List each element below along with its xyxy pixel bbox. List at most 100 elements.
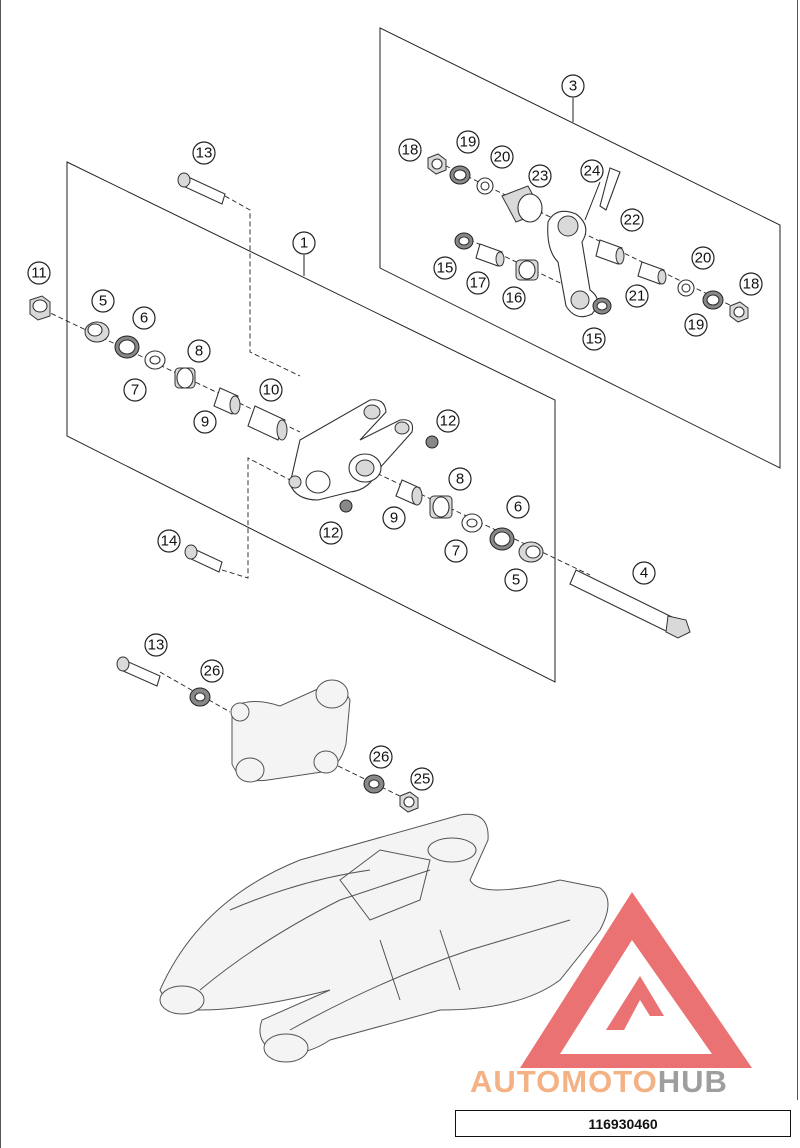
callout-25: 25 — [410, 767, 434, 791]
callout-7-right: 7 — [444, 539, 468, 563]
bolt-14 — [184, 544, 223, 573]
callout-7-left: 7 — [123, 378, 147, 402]
callout-13-lower: 13 — [144, 633, 168, 657]
callout-10: 10 — [259, 378, 283, 402]
svg-text:25: 25 — [414, 771, 431, 788]
group-frame-1 — [66, 161, 556, 683]
svg-text:6: 6 — [514, 499, 522, 516]
bolt-13-upper — [177, 172, 226, 205]
svg-text:5: 5 — [512, 572, 520, 589]
callout-6-left: 6 — [132, 306, 156, 330]
svg-text:10: 10 — [263, 382, 280, 399]
callout-8-right: 8 — [448, 467, 472, 491]
svg-text:5: 5 — [99, 293, 107, 310]
bearing-23 — [501, 185, 543, 223]
svg-text:20: 20 — [695, 250, 712, 267]
svg-text:23: 23 — [532, 168, 549, 185]
svg-text:24: 24 — [584, 163, 601, 180]
callout-26-lower: 26 — [369, 745, 393, 769]
washer-7-right — [461, 513, 483, 533]
assembled-lever — [230, 679, 351, 783]
page-border-right — [797, 0, 798, 1100]
svg-text:4: 4 — [640, 565, 648, 582]
callout-6-right: 6 — [506, 495, 530, 519]
svg-text:14: 14 — [161, 533, 178, 550]
bolt-13-lower — [116, 656, 161, 687]
callout-5-left: 5 — [91, 289, 115, 313]
svg-text:13: 13 — [196, 145, 213, 162]
axis-line-25 — [337, 765, 409, 801]
part-number-label: 116930460 — [455, 1110, 791, 1137]
nut-18-upper — [427, 153, 447, 175]
svg-text:26: 26 — [373, 749, 390, 766]
callout-26-upper: 26 — [200, 659, 224, 683]
bushing-17 — [475, 243, 505, 267]
svg-text:9: 9 — [390, 510, 398, 527]
svg-text:19: 19 — [688, 317, 705, 334]
svg-text:12: 12 — [440, 413, 457, 430]
svg-text:22: 22 — [624, 212, 641, 229]
seal-15-lower — [592, 297, 612, 315]
svg-text:17: 17 — [470, 275, 487, 292]
svg-text:11: 11 — [31, 265, 47, 282]
seal-6-left — [114, 335, 140, 359]
svg-text:1: 1 — [300, 235, 308, 252]
nut-11 — [29, 295, 51, 321]
svg-text:6: 6 — [140, 310, 148, 327]
bearing-16 — [515, 259, 539, 281]
callout-17: 17 — [466, 271, 490, 295]
washer-20-lower — [677, 279, 695, 297]
swingarm — [159, 813, 609, 1063]
callout-24: 24 — [580, 159, 604, 183]
svg-text:12: 12 — [323, 525, 340, 542]
svg-text:8: 8 — [456, 471, 464, 488]
callout-20-lower: 20 — [691, 246, 715, 270]
axis-line-14 — [221, 457, 291, 579]
callout-22: 22 — [620, 208, 644, 232]
svg-text:18: 18 — [743, 276, 760, 293]
callout-13-upper: 13 — [192, 141, 216, 165]
grease-nipple-12-lower — [339, 499, 353, 513]
svg-text:9: 9 — [201, 414, 209, 431]
watermark-logo — [520, 892, 752, 1068]
callout-15-lower: 15 — [582, 327, 606, 351]
svg-text:8: 8 — [195, 343, 203, 360]
sleeve-21 — [637, 261, 667, 285]
callout-12-upper: 12 — [436, 409, 460, 433]
washer-26-lower — [363, 774, 385, 794]
callout-23: 23 — [528, 164, 552, 188]
seal-19-lower — [702, 290, 724, 310]
callout-18-upper: 18 — [398, 138, 422, 162]
callout-9-right: 9 — [382, 506, 406, 530]
bushing-9-right — [395, 479, 423, 506]
callout-15-upper: 15 — [433, 256, 457, 280]
axis-line-13-upper — [224, 195, 301, 377]
watermark-text-secondary: HUB — [657, 1064, 728, 1099]
callout-3: 3 — [561, 74, 585, 98]
svg-text:18: 18 — [402, 142, 419, 159]
sleeve-10 — [247, 405, 288, 441]
callout-18-lower: 18 — [739, 272, 763, 296]
group-frame-3 — [379, 27, 781, 469]
callout-8-left: 8 — [187, 339, 211, 363]
svg-text:19: 19 — [460, 134, 477, 151]
seal-ring-5-left — [84, 321, 110, 343]
svg-text:16: 16 — [506, 290, 523, 307]
svg-text:20: 20 — [494, 149, 511, 166]
bearing-8-left — [174, 367, 196, 389]
nut-18-lower — [729, 301, 749, 323]
deflection-lever-1 — [288, 399, 414, 501]
callout-11: 11 — [27, 261, 51, 285]
svg-text:7: 7 — [131, 382, 139, 399]
svg-text:26: 26 — [204, 663, 221, 680]
callout-9-left: 9 — [193, 410, 217, 434]
watermark-brand-text: AUTOMOTOHUB — [470, 1064, 728, 1100]
screw-24 — [599, 167, 621, 211]
seal-19-upper — [449, 165, 471, 185]
seal-15-upper — [454, 232, 474, 250]
grease-nipple-12-upper — [425, 435, 439, 449]
seal-6-right — [489, 527, 515, 551]
watermark-text-primary: AUTOMOTO — [470, 1064, 658, 1099]
svg-text:15: 15 — [437, 260, 454, 277]
